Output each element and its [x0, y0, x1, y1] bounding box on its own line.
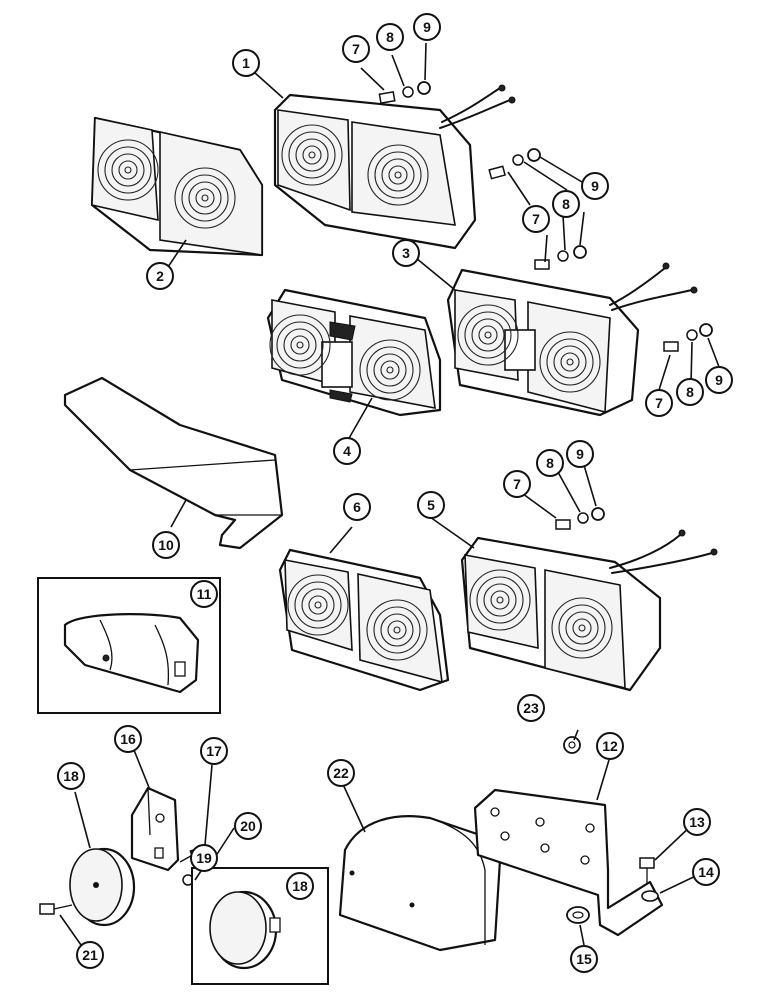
- svg-text:1: 1: [242, 55, 250, 71]
- callout-4: 4: [333, 437, 361, 465]
- svg-text:9: 9: [715, 372, 723, 388]
- bolt-part-13: [639, 857, 655, 884]
- grommet-part-15: [566, 906, 590, 924]
- svg-text:7: 7: [655, 395, 663, 411]
- svg-text:8: 8: [562, 196, 570, 212]
- callout-7-a: 7: [342, 35, 370, 63]
- svg-text:20: 20: [240, 818, 256, 834]
- callout-8-b: 8: [552, 190, 580, 218]
- shield-cover-part-10: [63, 376, 284, 550]
- svg-text:14: 14: [698, 864, 714, 880]
- callout-10: 10: [152, 531, 180, 559]
- inset-part-11: [37, 577, 221, 714]
- svg-text:12: 12: [602, 738, 618, 754]
- lamp-assembly-part-3: [446, 262, 698, 417]
- svg-text:9: 9: [423, 19, 431, 35]
- hardware-set-a: [378, 81, 431, 105]
- svg-text:16: 16: [120, 731, 136, 747]
- lamp-assembly-part-1: [273, 84, 516, 250]
- callout-9-e: 9: [566, 440, 594, 468]
- callout-12: 12: [596, 732, 624, 760]
- svg-text:7: 7: [532, 211, 540, 227]
- callout-1: 1: [232, 49, 260, 77]
- screw-part-21: [39, 903, 73, 915]
- callout-19: 19: [190, 844, 218, 872]
- svg-text:4: 4: [343, 443, 351, 459]
- callout-9-a: 9: [413, 13, 441, 41]
- callout-18-a: 18: [57, 762, 85, 790]
- callout-11: 11: [190, 580, 218, 608]
- svg-text:11: 11: [197, 586, 212, 602]
- callout-8-d: 8: [676, 378, 704, 406]
- svg-text:23: 23: [523, 700, 539, 716]
- svg-text:18: 18: [292, 878, 308, 894]
- washer-part-23: [563, 736, 581, 754]
- callout-5: 5: [417, 491, 445, 519]
- svg-text:10: 10: [158, 537, 174, 553]
- svg-text:9: 9: [591, 178, 599, 194]
- callout-6: 6: [343, 493, 371, 521]
- reflector-part-18: [69, 847, 136, 927]
- cover-part-22: [338, 815, 502, 952]
- hardware-set-e: [555, 507, 605, 530]
- callout-23: 23: [517, 694, 545, 722]
- callout-17: 17: [200, 737, 228, 765]
- callout-8-a: 8: [376, 23, 404, 51]
- washer-part-14: [641, 890, 659, 902]
- callout-16: 16: [114, 725, 142, 753]
- svg-text:18: 18: [63, 768, 79, 784]
- svg-text:8: 8: [546, 455, 554, 471]
- callout-13: 13: [683, 808, 711, 836]
- svg-text:2: 2: [156, 268, 164, 284]
- callout-21: 21: [76, 941, 104, 969]
- callout-18-b: 18: [286, 872, 314, 900]
- svg-text:8: 8: [386, 29, 394, 45]
- callout-7-e: 7: [503, 470, 531, 498]
- svg-text:9: 9: [576, 446, 584, 462]
- callout-7-d: 7: [645, 389, 673, 417]
- svg-text:7: 7: [352, 41, 360, 57]
- callout-3: 3: [392, 239, 420, 267]
- svg-text:19: 19: [196, 850, 212, 866]
- bracket-part-16: [130, 786, 180, 872]
- hardware-set-c: [534, 245, 587, 270]
- callout-22: 22: [327, 759, 355, 787]
- callout-9-d: 9: [705, 366, 733, 394]
- svg-text:17: 17: [206, 743, 222, 759]
- hardware-set-d: [663, 323, 713, 352]
- svg-text:15: 15: [576, 951, 592, 967]
- svg-text:21: 21: [82, 947, 98, 963]
- svg-text:13: 13: [689, 814, 705, 830]
- callout-8-e: 8: [536, 449, 564, 477]
- callout-14: 14: [692, 858, 720, 886]
- svg-text:6: 6: [353, 499, 361, 515]
- lamp-lens-part-4: [266, 288, 442, 417]
- callout-2: 2: [146, 262, 174, 290]
- lamp-lens-assembly-part-2: [90, 116, 264, 257]
- lamp-assembly-part-5: [460, 529, 718, 692]
- svg-text:8: 8: [686, 384, 694, 400]
- callout-7-b: 7: [522, 205, 550, 233]
- callout-9-b: 9: [581, 172, 609, 200]
- lamp-lens-part-6: [278, 548, 450, 692]
- svg-text:3: 3: [402, 245, 410, 261]
- hardware-set-b: [488, 148, 541, 180]
- svg-text:5: 5: [427, 497, 435, 513]
- svg-text:22: 22: [333, 765, 349, 781]
- callout-20: 20: [234, 812, 262, 840]
- callout-15: 15: [570, 945, 598, 973]
- svg-text:7: 7: [513, 476, 521, 492]
